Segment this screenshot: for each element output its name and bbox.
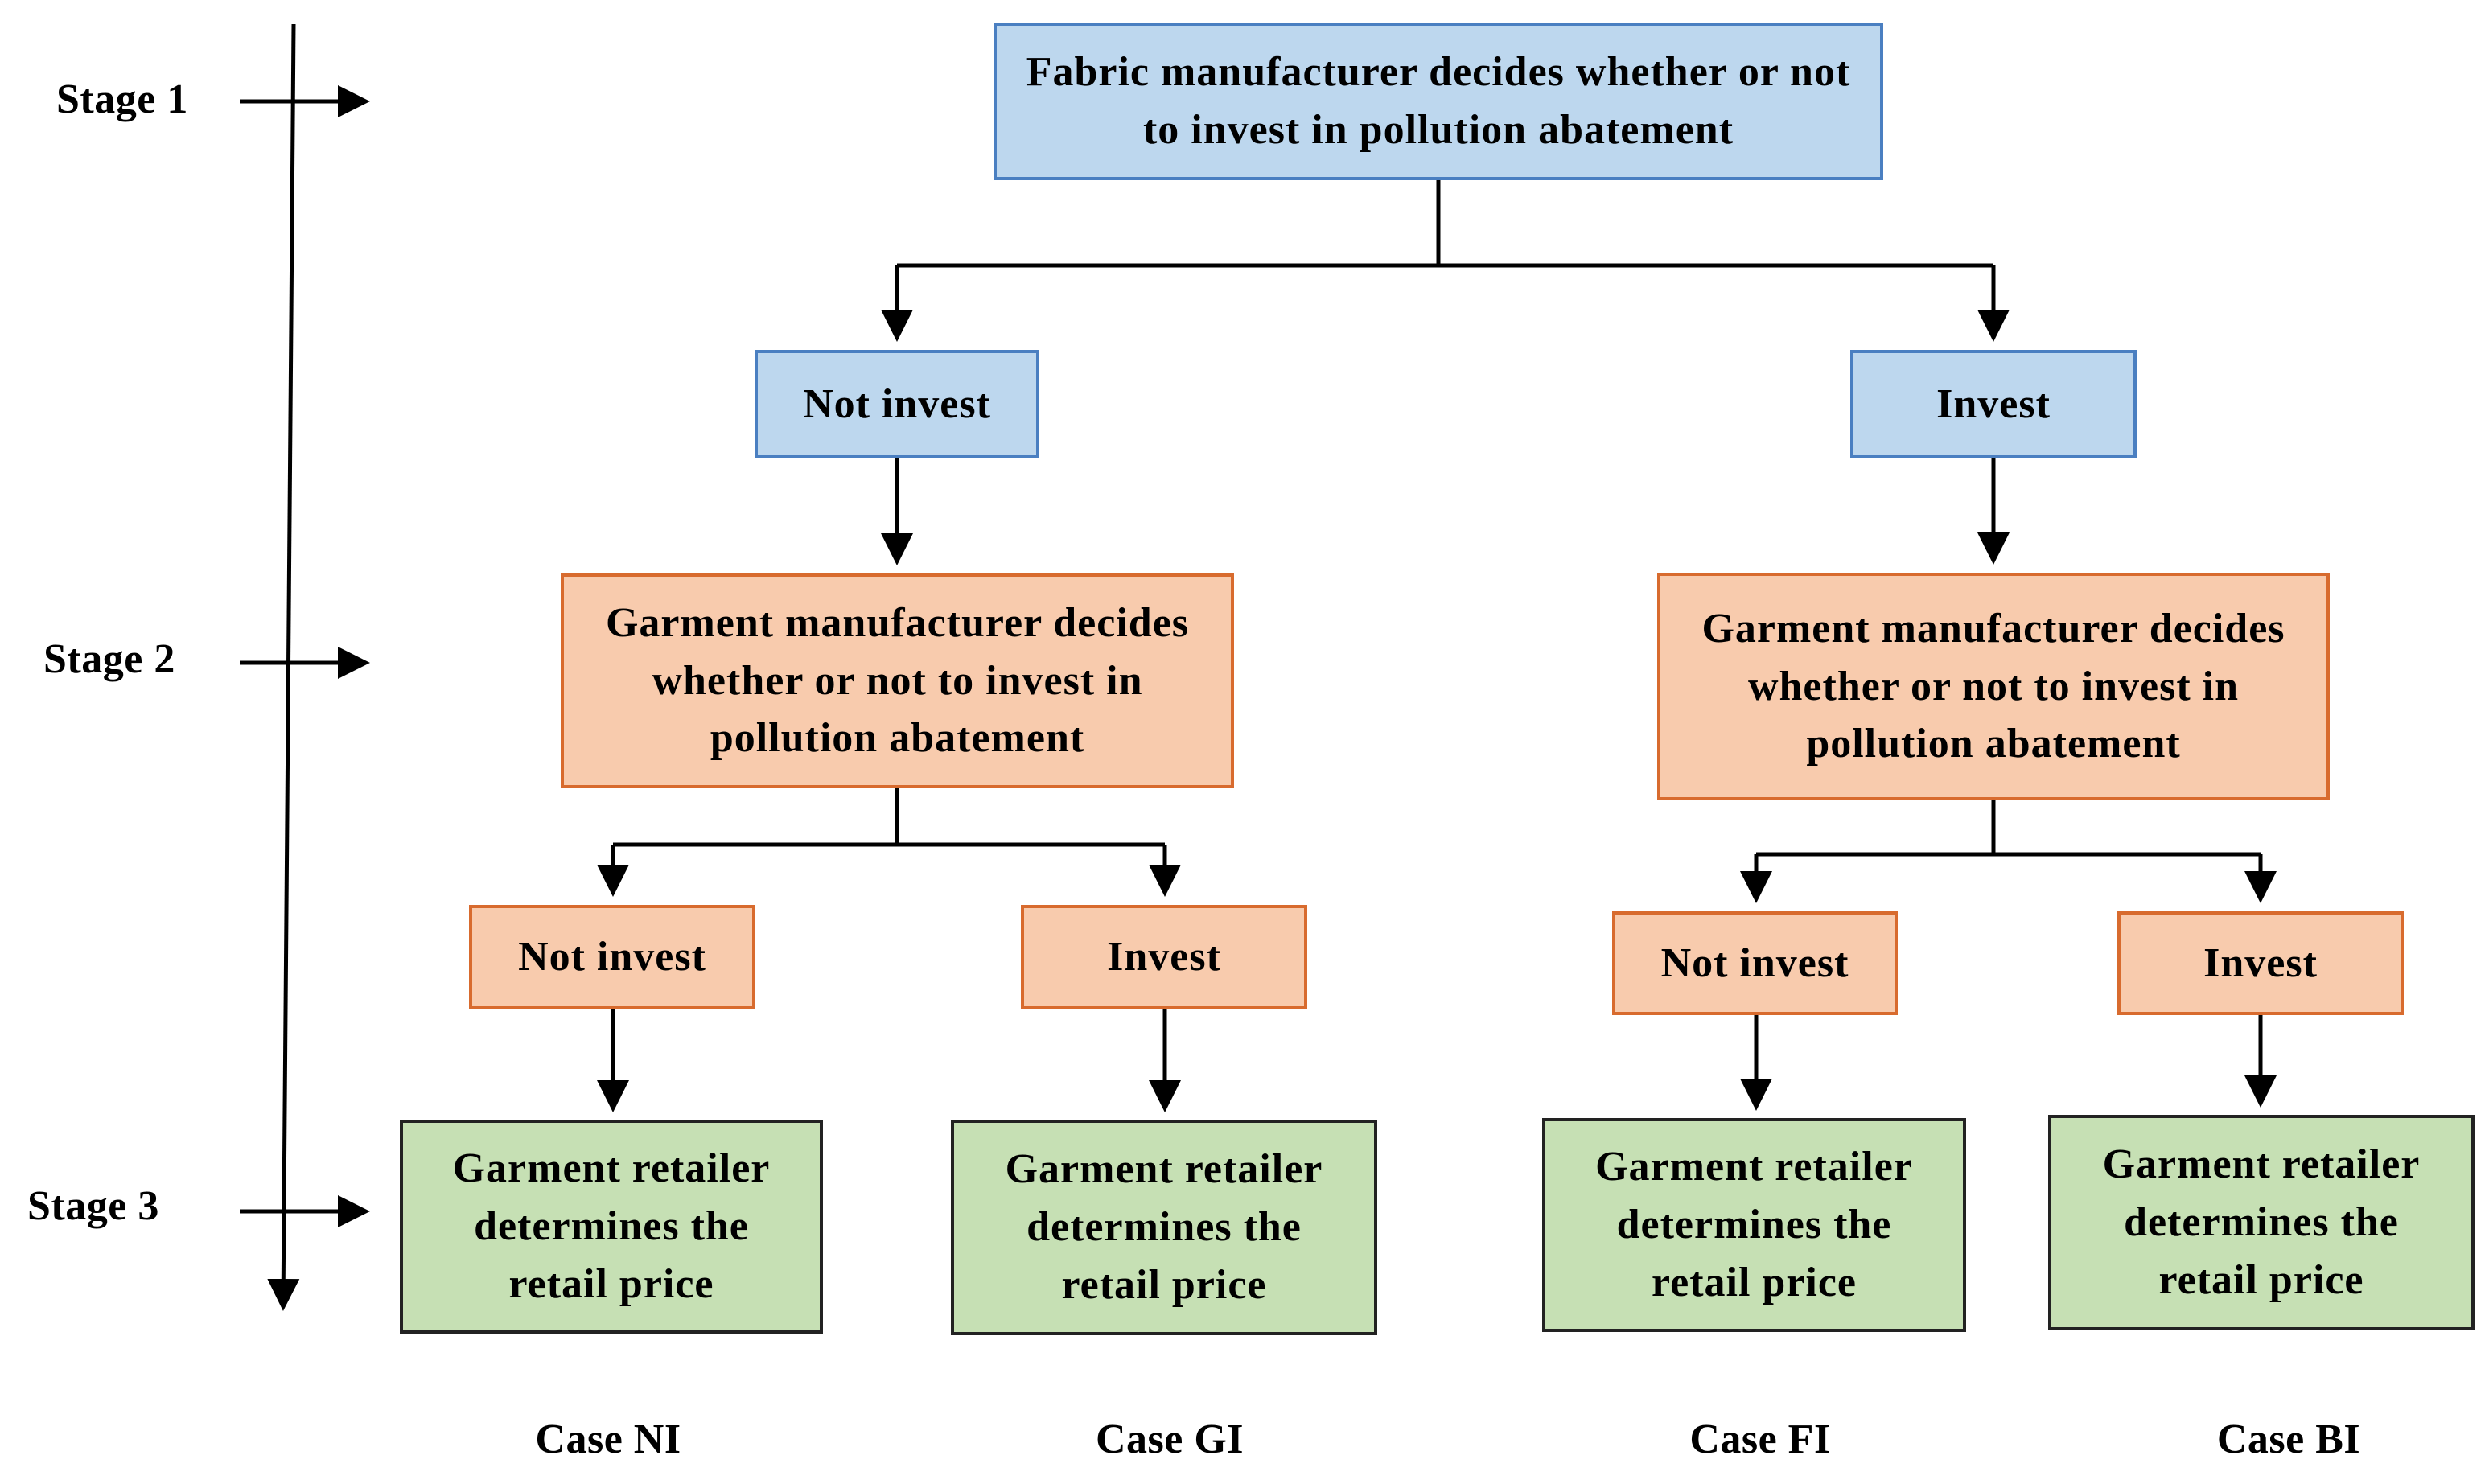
stage-2-label: Stage 2 [43, 636, 175, 682]
fabric-invest-box: Invest [1850, 350, 2137, 458]
case-gi-label: Case GI [1095, 1416, 1244, 1462]
garment-invest-box-bi: Invest [2117, 911, 2404, 1015]
garment-invest-box-gi: Invest [1021, 905, 1307, 1009]
retailer-box-bi: Garment retailer determines the retail p… [2048, 1115, 2475, 1330]
case-ni-label: Case NI [535, 1416, 681, 1462]
fabric-manufacturer-decision-box: Fabric manufacturer decides whether or n… [994, 23, 1883, 180]
garment-manufacturer-decision-right: Garment manufacturer decides whether or … [1657, 573, 2330, 800]
retailer-box-ni: Garment retailer determines the retail p… [400, 1120, 823, 1334]
fabric-not-invest-box: Not invest [755, 350, 1039, 458]
garment-manufacturer-decision-left: Garment manufacturer decides whether or … [561, 573, 1234, 788]
case-fi-label: Case FI [1689, 1416, 1831, 1462]
timeline-axis [267, 23, 300, 1311]
stage-1-label: Stage 1 [56, 76, 188, 122]
retailer-box-fi: Garment retailer determines the retail p… [1542, 1118, 1966, 1332]
case-bi-label: Case BI [2216, 1416, 2361, 1462]
garment-not-invest-box-fi: Not invest [1612, 911, 1898, 1015]
garment-not-invest-box-ni: Not invest [469, 905, 755, 1009]
stage-3-label: Stage 3 [27, 1183, 159, 1229]
retailer-box-gi: Garment retailer determines the retail p… [951, 1120, 1377, 1335]
